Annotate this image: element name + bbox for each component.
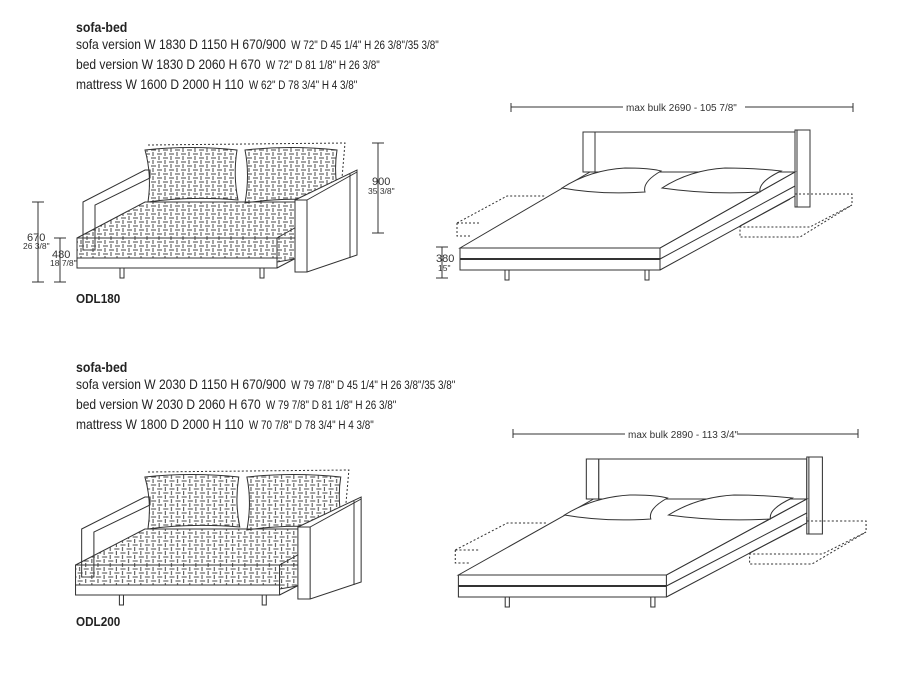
metric: bed version W 2030 D 2060 H 670 <box>76 396 261 412</box>
spec-block-odl200: sofa-bed sofa version W 2030 D 1150 H 67… <box>76 359 517 435</box>
metric: sofa version W 1830 D 1150 H 670/900 <box>76 36 286 52</box>
imperial: W 72" D 45 1/4" H 26 3/8"/35 3/8" <box>291 40 439 52</box>
metric: sofa version W 2030 D 1150 H 670/900 <box>76 376 286 392</box>
back-height-label: 900 <box>372 176 390 188</box>
bed-height-label: 380 <box>436 253 454 265</box>
model-code: ODL180 <box>76 291 121 306</box>
model-code: ODL200 <box>76 614 121 629</box>
metric: bed version W 1830 D 2060 H 670 <box>76 56 261 72</box>
imperial: W 79 7/8" D 45 1/4" H 26 3/8"/35 3/8" <box>291 380 456 392</box>
section-title: sofa-bed <box>76 19 128 35</box>
section-title: sofa-bed <box>76 359 128 375</box>
max-bulk-label: max bulk 2890 - 113 3/4" <box>628 430 739 441</box>
imperial: W 72" D 81 1/8" H 26 3/8" <box>265 60 380 72</box>
bed-height-inches: 15" <box>438 263 450 273</box>
imperial: W 79 7/8" D 81 1/8" H 26 3/8" <box>265 400 397 412</box>
sofa-version-spec: sofa version W 2030 D 1150 H 670/900 W 79… <box>76 375 455 395</box>
mattress-spec: mattress W 1600 D 2000 H 110 W 62" D 78 3… <box>76 75 439 95</box>
spec-block-odl180: sofa-bed sofa version W 1830 D 1150 H 67… <box>76 19 498 95</box>
imperial: W 62" D 78 3/4" H 4 3/8" <box>248 80 358 92</box>
max-bulk-label: max bulk 2690 - 105 7/8" <box>626 103 737 114</box>
arm-height-inches: 26 3/8" <box>23 241 50 251</box>
arm-height-label: 670 <box>27 232 45 244</box>
seat-height-label: 480 <box>52 249 70 261</box>
bed-drawing-odl180 <box>456 129 853 281</box>
bed-version-spec: bed version W 2030 D 2060 H 670 W 79 7/8"… <box>76 395 455 415</box>
mattress-spec: mattress W 1800 D 2000 H 110 W 70 7/8" D … <box>76 415 455 435</box>
sofa-drawing-odl200 <box>75 469 362 606</box>
bed-drawing-odl200 <box>454 455 868 609</box>
metric: mattress W 1600 D 2000 H 110 <box>76 76 244 92</box>
imperial: W 70 7/8" D 78 3/4" H 4 3/8" <box>248 420 374 432</box>
seat-height-inches: 18 7/8" <box>50 258 77 268</box>
sofa-drawing-odl180 <box>76 142 358 279</box>
metric: mattress W 1800 D 2000 H 110 <box>76 416 244 432</box>
back-height-inches: 35 3/8" <box>368 186 395 196</box>
sofa-version-spec: sofa version W 1830 D 1150 H 670/900 W 72… <box>76 35 439 55</box>
dimension-lines <box>32 103 859 438</box>
bed-version-spec: bed version W 1830 D 2060 H 670 W 72" D 8… <box>76 55 439 75</box>
